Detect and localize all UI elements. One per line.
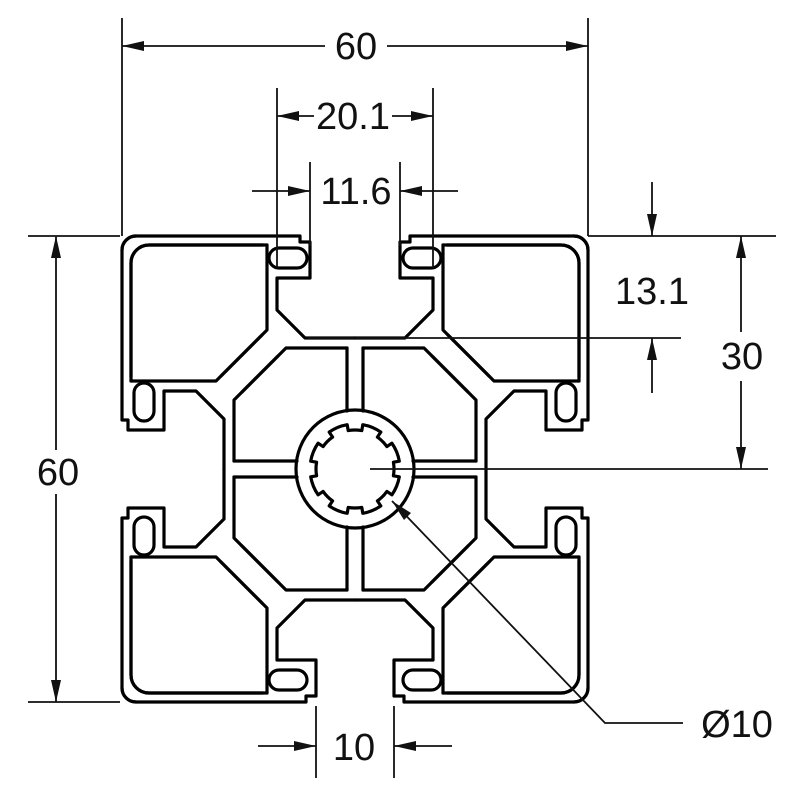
dim-label-bottom-opening: 10 — [333, 727, 375, 769]
arrowhead — [736, 236, 746, 258]
dimension-lines — [28, 18, 776, 778]
quadrant-se — [355, 469, 588, 702]
arrowhead — [394, 741, 416, 751]
arrowhead — [288, 186, 310, 196]
dimension-labels: 60 20.1 11.6 13.1 30 60 10 Ø10 — [37, 26, 773, 769]
arrowhead — [566, 41, 588, 51]
dim-label-slot-depth: 13.1 — [615, 271, 689, 313]
dim-label-cavity-width: 20.1 — [316, 96, 390, 138]
arrowhead — [51, 236, 61, 258]
quadrant-ne — [355, 236, 588, 469]
arrowhead — [736, 447, 746, 469]
dim-label-bore-diameter: Ø10 — [701, 704, 773, 746]
dim-label-top-opening: 11.6 — [320, 171, 391, 213]
arrowhead — [647, 214, 657, 236]
quadrant-nw — [122, 236, 355, 469]
arrowhead — [51, 680, 61, 702]
arrowhead — [647, 338, 657, 360]
arrowhead-leader — [392, 501, 411, 520]
arrowhead — [411, 111, 433, 121]
leader-line-bore — [391, 500, 683, 724]
dim-label-face-to-center: 30 — [721, 336, 763, 378]
dim-label-overall-height: 60 — [37, 452, 79, 494]
center-bore-spline — [309, 423, 401, 515]
arrowhead — [122, 41, 144, 51]
arrowhead — [400, 186, 422, 196]
arrowhead — [294, 741, 316, 751]
arrowhead — [277, 111, 299, 121]
dim-label-overall-width: 60 — [335, 26, 377, 68]
quadrant-sw — [122, 469, 355, 702]
dimension-arrowheads — [51, 41, 746, 751]
